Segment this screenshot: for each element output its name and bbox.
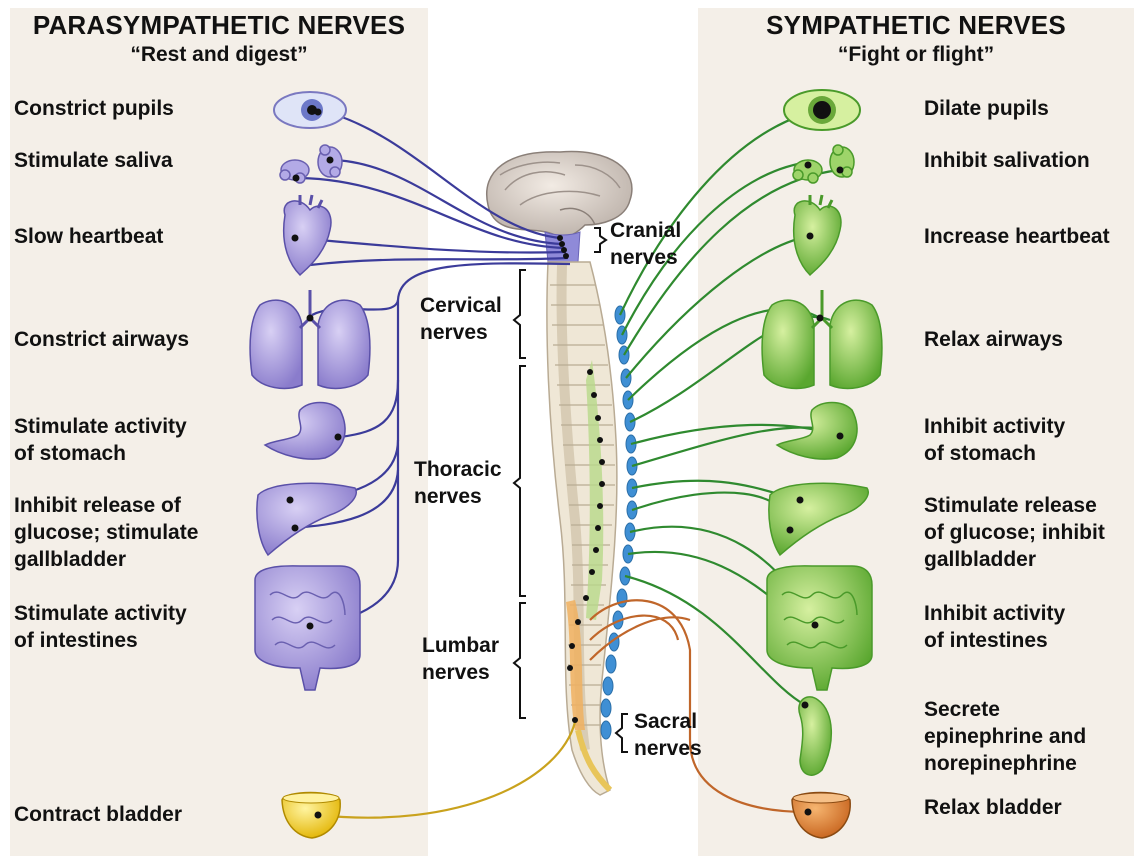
eye-icon bbox=[274, 92, 346, 128]
salivary-gland-icon bbox=[280, 145, 342, 183]
stomach-icon bbox=[777, 403, 857, 460]
adrenal-gland-icon bbox=[799, 697, 831, 775]
symp-effect-bladder: Relax bladder bbox=[924, 794, 1062, 821]
para-effect-heartbeat: Slow heartbeat bbox=[14, 223, 163, 250]
para-effect-glucose: Inhibit release of glucose; stimulate ga… bbox=[14, 492, 198, 573]
symp-effect-heartbeat: Increase heartbeat bbox=[924, 223, 1110, 250]
symp-effect-glucose: Stimulate release of glucose; inhibit ga… bbox=[924, 492, 1105, 573]
para-effect-intestines: Stimulate activity of intestines bbox=[14, 600, 187, 654]
cervical-nerves-label: Cervical nerves bbox=[420, 292, 502, 346]
symp-effect-pupils: Dilate pupils bbox=[924, 95, 1049, 122]
para-effect-stomach: Stimulate activity of stomach bbox=[14, 413, 187, 467]
cranial-nerves-label: Cranial nerves bbox=[610, 217, 681, 271]
stomach-icon bbox=[265, 403, 345, 460]
symp-effect-airways: Relax airways bbox=[924, 326, 1063, 353]
lungs-icon bbox=[250, 290, 370, 388]
bladder-parasympathetic-nerve bbox=[318, 722, 575, 818]
sacral-nerves-label: Sacral nerves bbox=[634, 708, 702, 762]
lungs-icon bbox=[762, 290, 882, 388]
symp-effect-salivation: Inhibit salivation bbox=[924, 147, 1090, 174]
symp-effect-stomach: Inhibit activity of stomach bbox=[924, 413, 1065, 467]
bladder-icon bbox=[282, 793, 340, 839]
heart-icon bbox=[794, 195, 841, 275]
para-effect-pupils: Constrict pupils bbox=[14, 95, 174, 122]
symp-effect-epinephrine: Secrete epinephrine and norepinephrine bbox=[924, 696, 1086, 777]
bladder-icon bbox=[792, 793, 850, 839]
lumbar-nerves-label: Lumbar nerves bbox=[422, 632, 499, 686]
para-effect-saliva: Stimulate saliva bbox=[14, 147, 173, 174]
salivary-gland-icon bbox=[793, 145, 854, 183]
liver-icon bbox=[257, 483, 356, 555]
para-effect-airways: Constrict airways bbox=[14, 326, 189, 353]
thoracic-nerves-label: Thoracic nerves bbox=[414, 456, 502, 510]
intestines-icon bbox=[767, 566, 872, 690]
liver-icon bbox=[769, 483, 868, 555]
para-effect-bladder: Contract bladder bbox=[14, 801, 182, 828]
symp-effect-intestines: Inhibit activity of intestines bbox=[924, 600, 1065, 654]
